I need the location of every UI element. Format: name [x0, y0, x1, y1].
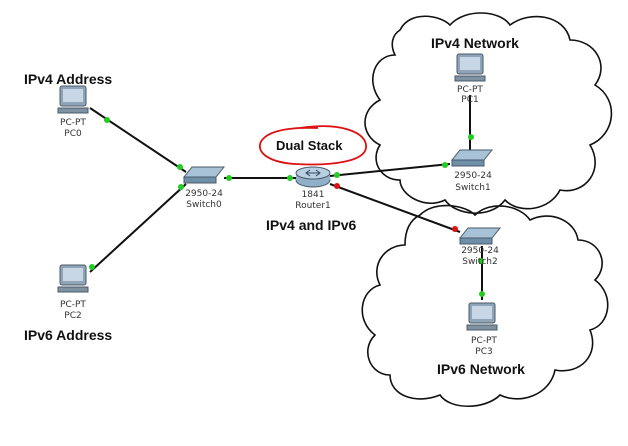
pc0-device[interactable] [57, 85, 89, 114]
pc1-name-label: PC1 [461, 95, 478, 105]
dual-stack-label: Dual Stack [276, 138, 343, 153]
link-status-dots [89, 117, 485, 297]
ipv6-address-label: IPv6 Address [24, 327, 112, 343]
switch0-name-label: Switch0 [186, 200, 222, 210]
links [89, 95, 483, 300]
pc3-name-label: PC3 [475, 347, 492, 357]
pc-screen [472, 306, 492, 319]
pc2-device[interactable] [57, 264, 89, 293]
dual-stack-highlight-circle [259, 125, 367, 166]
link-up-dot [177, 164, 183, 170]
switch0-device[interactable] [182, 166, 226, 184]
link-up-dot [287, 175, 293, 181]
pc2-name-label: PC2 [64, 311, 81, 321]
link-up-dot [89, 264, 95, 270]
ipv6-network-label: IPv6 Network [437, 361, 525, 377]
switch1-device[interactable] [450, 149, 494, 167]
link-down-dot [334, 183, 340, 189]
switch1-name-label: Switch1 [455, 183, 490, 193]
link-up-dot [442, 162, 448, 168]
link-down-dot [452, 226, 458, 232]
link-pc0-switch0[interactable] [89, 107, 187, 173]
pc2-type-label: PC-PT [60, 300, 86, 310]
ipv6-network-cloud [361, 204, 609, 407]
ipv4-and-ipv6-label: IPv4 and IPv6 [266, 217, 356, 233]
router1-device[interactable] [295, 166, 331, 188]
pc0-type-label: PC-PT [60, 118, 86, 128]
switch-front [459, 237, 493, 245]
link-up-dot [479, 291, 485, 297]
switch-icon [450, 149, 494, 161]
pc-base [454, 75, 486, 82]
switch2-type-label: 2950-24 [461, 246, 499, 256]
link-up-dot [478, 258, 484, 264]
pc-screen [63, 89, 83, 102]
switch2-device[interactable] [458, 227, 502, 245]
link-up-dot [468, 134, 474, 140]
switch0-type-label: 2950-24 [185, 189, 223, 199]
link-pc2-switch0[interactable] [89, 183, 187, 273]
ipv4-network-cloud [364, 12, 613, 214]
router1-name-label: Router1 [295, 201, 331, 211]
pc3-type-label: PC-PT [471, 336, 497, 346]
pc0-name-label: PC0 [64, 129, 82, 139]
switch2-name-label: Switch2 [462, 257, 497, 267]
link-router1-switch2[interactable] [329, 183, 461, 233]
link-router1-switch1[interactable] [329, 163, 451, 177]
switch-icon [182, 166, 226, 178]
link-up-dot [178, 184, 184, 190]
link-up-dot [104, 117, 110, 123]
pc1-type-label: PC-PT [457, 85, 483, 95]
pc-screen [63, 268, 83, 281]
router-arrows-icon [305, 169, 321, 177]
pc-base [466, 324, 498, 331]
router1-type-label: 1841 [302, 190, 325, 200]
pc-screen [460, 57, 480, 70]
switch-icon [458, 227, 502, 239]
pc-base [57, 107, 89, 114]
link-up-dot [334, 172, 340, 178]
pc3-device[interactable] [466, 302, 498, 331]
switch-front [451, 159, 485, 167]
pc1-device[interactable] [454, 53, 486, 82]
ipv4-network-label: IPv4 Network [431, 35, 519, 51]
switch1-type-label: 2950-24 [454, 171, 492, 181]
link-up-dot [226, 175, 232, 181]
switch-front [183, 176, 217, 184]
ipv4-address-label: IPv4 Address [24, 71, 112, 87]
pc-base [57, 286, 89, 293]
